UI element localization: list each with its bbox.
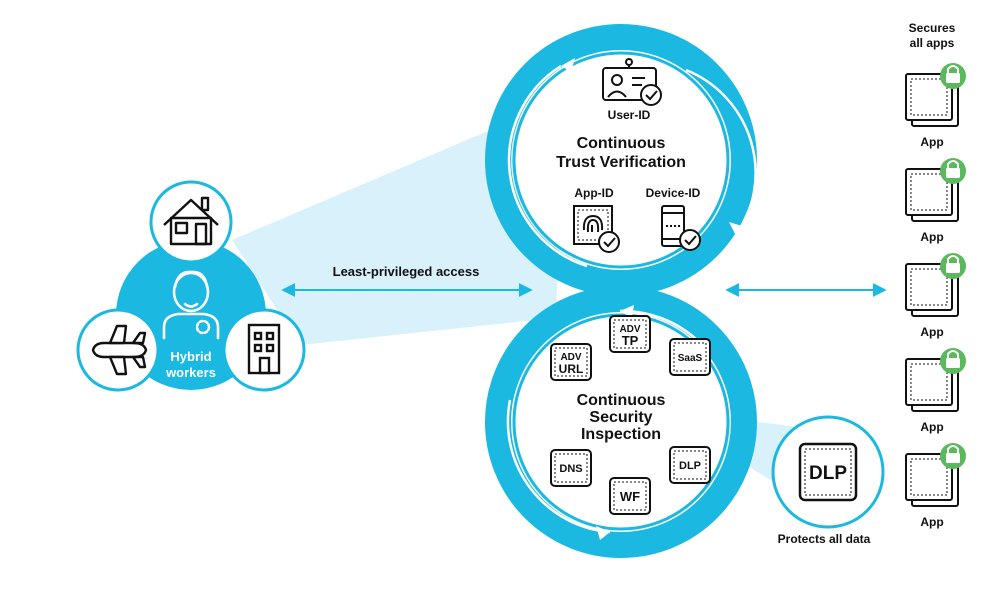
- adv-tp-badge: ADV TP: [609, 315, 651, 353]
- least-privileged-access-label: Least-privileged access: [333, 264, 480, 279]
- saas-badge: SaaS: [669, 338, 711, 376]
- hybrid-workers-label-line2: workers: [165, 365, 216, 380]
- app-tile: App: [905, 63, 966, 149]
- security-flow-arrow-left: [506, 399, 611, 534]
- app-label: App: [920, 135, 943, 149]
- dlp-big-label: DLP: [809, 463, 847, 484]
- dns-label: DNS: [559, 463, 582, 475]
- hybrid-workers-label-line1: Hybrid: [170, 349, 211, 364]
- security-title-line2: Security: [589, 409, 652, 426]
- lock-icon: [940, 348, 966, 374]
- adv-url-line2: URL: [559, 362, 584, 376]
- dlp-small-label: DLP: [679, 460, 701, 472]
- person-icon: [162, 270, 220, 340]
- adv-url-line1: ADV: [560, 352, 581, 363]
- app-label: App: [920, 515, 943, 529]
- wf-label: WF: [620, 489, 640, 504]
- dlp-badge-small: DLP: [669, 446, 711, 484]
- dns-badge: DNS: [550, 449, 592, 487]
- saas-label: SaaS: [678, 353, 703, 364]
- app-tile: App: [905, 348, 966, 434]
- trust-title-line1: Continuous: [577, 135, 666, 152]
- trust-title-line2: Trust Verification: [556, 154, 686, 171]
- dlp-caption: Protects all data: [778, 532, 871, 546]
- app-label: App: [920, 420, 943, 434]
- wf-badge: WF: [609, 477, 651, 515]
- user-id-icon: [602, 58, 662, 106]
- app-id-label: App-ID: [574, 186, 614, 200]
- trust-flow-arrow-left: [507, 64, 588, 268]
- dlp-protection: DLP Protects all data: [771, 415, 885, 546]
- office-building-icon: [247, 323, 281, 375]
- user-id-label: User-ID: [608, 108, 651, 122]
- lock-icon: [940, 443, 966, 469]
- security-title-line3: Inspection: [581, 426, 661, 443]
- adv-tp-line1: ADV: [619, 324, 640, 335]
- app-label: App: [920, 230, 943, 244]
- app-tile: App: [905, 253, 966, 339]
- lock-icon: [940, 158, 966, 184]
- figure-eight: User-ID Continuous Trust Verification Ap…: [485, 24, 757, 558]
- trust-ring: [485, 24, 757, 296]
- hybrid-workers-cluster: Hybrid workers: [76, 180, 306, 392]
- apps-heading-line2: all apps: [910, 36, 955, 50]
- app-tile: App: [905, 158, 966, 244]
- app-label: App: [920, 325, 943, 339]
- device-id-label: Device-ID: [646, 186, 701, 200]
- trust-flow-arrow-right: [685, 68, 757, 237]
- lock-icon: [940, 63, 966, 89]
- adv-tp-line2: TP: [622, 333, 639, 348]
- device-icon: [661, 205, 701, 251]
- airplane-icon: [91, 324, 148, 376]
- apps-heading-line1: Secures: [909, 21, 956, 35]
- fingerprint-icon: [573, 205, 620, 253]
- house-icon: [163, 196, 219, 246]
- adv-url-badge: ADV URL: [550, 343, 592, 381]
- lock-icon: [940, 253, 966, 279]
- app-tile: App: [905, 443, 966, 529]
- security-ring: [485, 286, 757, 558]
- security-title-line1: Continuous: [577, 392, 666, 409]
